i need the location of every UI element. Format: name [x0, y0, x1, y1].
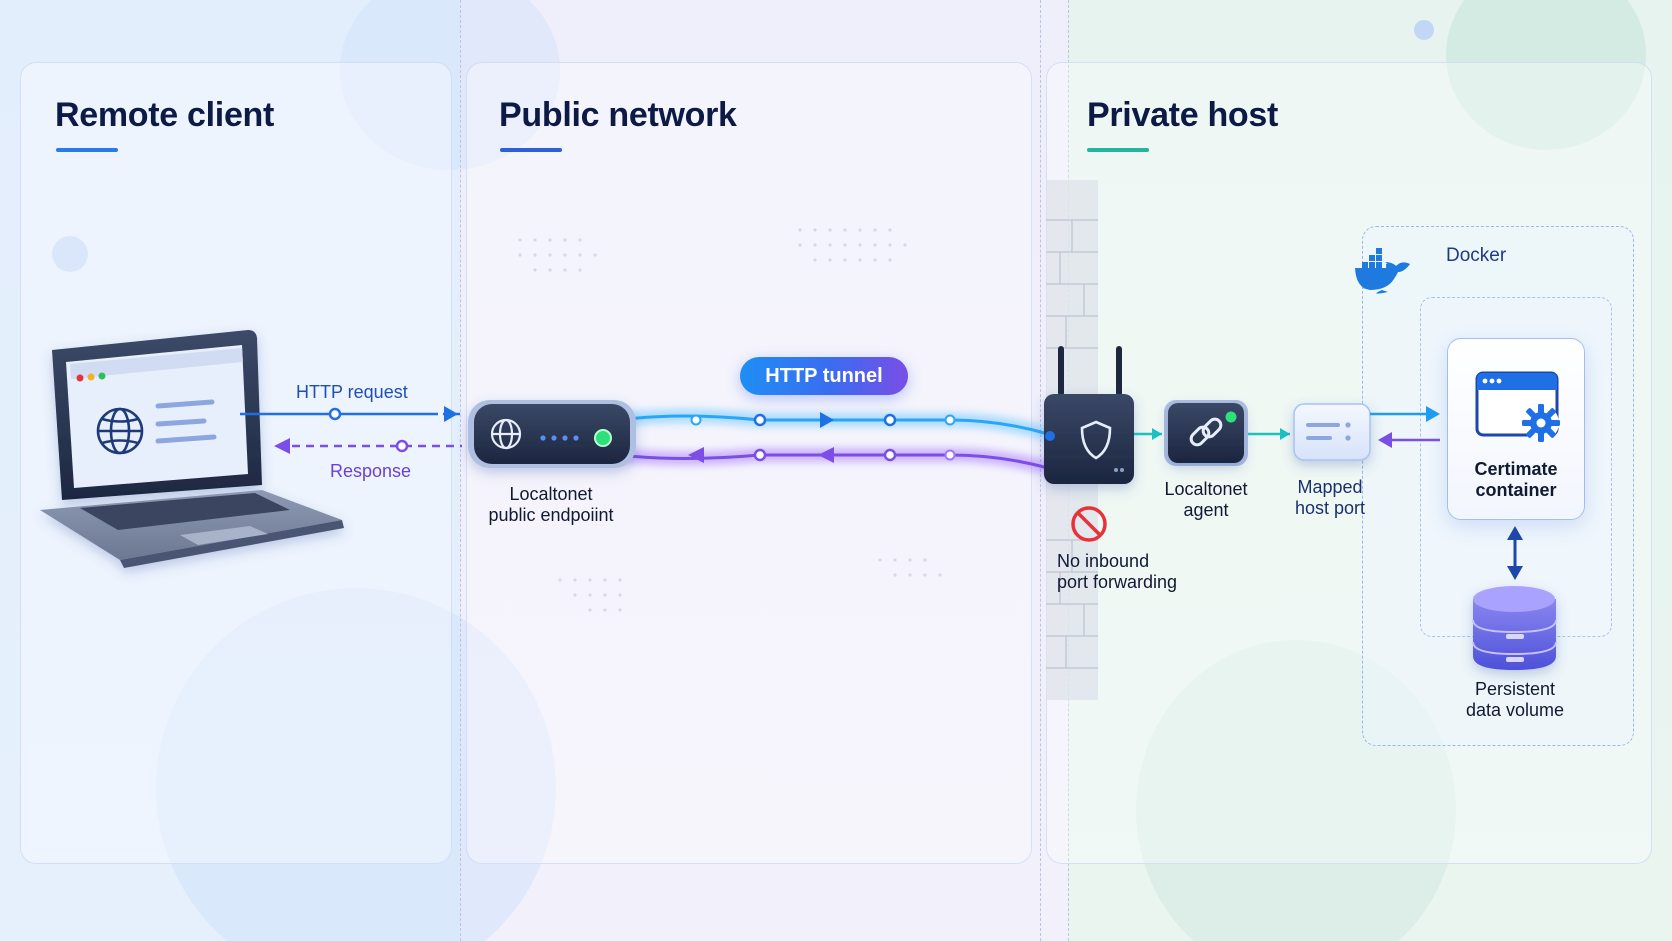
public-title-underline [500, 148, 562, 152]
http-tunnel-badge: HTTP tunnel [740, 357, 908, 395]
decor-blob [1414, 20, 1434, 40]
gear-icon [1522, 404, 1560, 442]
http-request-label: HTTP request [296, 382, 408, 402]
endpoint-label-line2: public endpoiint [488, 505, 614, 525]
host-port-line1: Mapped [1297, 477, 1363, 497]
no-forwarding-label: No inbound port forwarding [1057, 551, 1237, 593]
router-agent-arrowhead [1152, 428, 1162, 440]
docker-icon [1355, 248, 1410, 294]
agent-label: Localtonet agent [1150, 479, 1262, 521]
decor-blob [156, 588, 556, 941]
status-led [594, 429, 612, 447]
container-volume-arrow [1507, 526, 1523, 580]
tunnel-lines [619, 409, 1050, 475]
endpoint-label: Localtonet public endpoiint [470, 484, 632, 526]
public-zone-bg [460, 0, 1068, 941]
port-container-arrowhead [1426, 406, 1440, 422]
request-arrow [240, 406, 464, 422]
agent-port-arrowhead [1280, 428, 1290, 440]
container-label-line1: Certimate [1474, 459, 1558, 479]
agent-label-line1: Localtonet [1164, 479, 1248, 499]
decor-blob [1446, 0, 1646, 150]
link-icon [1189, 417, 1223, 447]
world-map-dots [518, 228, 942, 612]
port-icon[interactable] [1293, 403, 1371, 461]
public-title: Public network [499, 96, 737, 134]
no-entry-icon [1071, 506, 1107, 542]
endpoint-device[interactable] [468, 400, 636, 468]
globe-icon [490, 418, 522, 450]
agent-device[interactable] [1164, 400, 1248, 466]
host-port-label: Mapped host port [1280, 477, 1380, 519]
laptop-icon [40, 330, 344, 568]
container-port-arrowhead [1378, 432, 1392, 448]
docker-label: Docker [1446, 245, 1507, 266]
no-forwarding-line1: No inbound [1057, 551, 1150, 571]
volume-label-line1: Persistent [1474, 679, 1556, 699]
response-arrow [274, 438, 462, 454]
database-icon[interactable] [1472, 586, 1557, 670]
endpoint-label-line1: Localtonet [509, 484, 593, 504]
status-led [1225, 411, 1237, 423]
private-title-underline [1087, 148, 1149, 152]
client-title: Remote client [55, 96, 275, 134]
decor-blob [340, 0, 560, 170]
globe-icon [96, 407, 144, 455]
response-label: Response [330, 461, 412, 481]
container-label-line2: container [1475, 480, 1557, 500]
volume-label-line2: data volume [1465, 700, 1565, 720]
client-title-underline [56, 148, 118, 152]
router-device[interactable] [1044, 346, 1134, 484]
host-port-line2: host port [1294, 498, 1366, 518]
container-label: Certimate container [1447, 459, 1585, 501]
decor-blob [1136, 640, 1456, 941]
no-forwarding-line2: port forwarding [1057, 572, 1178, 592]
agent-label-line2: agent [1183, 500, 1229, 520]
screen-lines [155, 399, 217, 444]
decor-blob [52, 236, 88, 272]
status-dots [540, 435, 579, 441]
zone-divider [460, 0, 461, 941]
shield-icon [1080, 420, 1112, 460]
volume-label: Persistent data volume [1444, 679, 1586, 721]
private-title: Private host [1087, 96, 1279, 134]
